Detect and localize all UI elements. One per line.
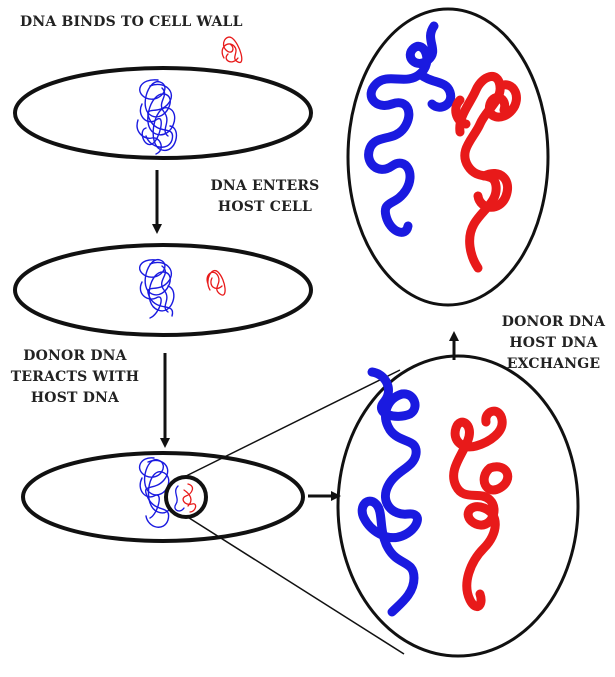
donor-dna-fragment-2 [207, 271, 225, 296]
label-dna-enters-line2: HOST CELL [190, 197, 340, 218]
label-dna-enters-line1: DNA ENTERS [190, 176, 340, 197]
cell-1 [15, 37, 311, 158]
host-chromosome-2 [140, 260, 174, 318]
cell-1-membrane [15, 68, 311, 158]
zoom-circle-interaction [338, 356, 578, 656]
zoom-line-top [182, 370, 400, 478]
label-donor-interacts-line1: DONOR DNA [0, 346, 150, 367]
donor-dna-strand-lower [454, 411, 503, 606]
host-chromosome-1 [137, 80, 176, 154]
label-exchange-line3: EXCHANGE [492, 354, 615, 375]
label-dna-binds: DNA BINDS TO CELL WALL [20, 12, 243, 33]
cell-2-membrane [15, 245, 311, 335]
zoom-circle-exchange [348, 9, 548, 305]
donor-dna-loop-lower [484, 467, 508, 490]
host-dna-strand-lower [362, 372, 417, 612]
label-exchange-line1: DONOR DNA [492, 312, 615, 333]
label-donor-interacts-line2: TERACTS WITH [0, 367, 150, 388]
host-dna-strand-upper [369, 26, 434, 232]
donor-dna-fragment-1 [222, 37, 242, 62]
label-exchange: DONOR DNA HOST DNA EXCHANGE [492, 312, 615, 375]
zoom-source-circle [166, 477, 206, 517]
label-dna-enters: DNA ENTERS HOST CELL [190, 176, 340, 218]
label-donor-interacts: DONOR DNA TERACTS WITH HOST DNA [0, 346, 150, 409]
zoom-line-bottom [186, 516, 404, 654]
cell-2 [15, 245, 311, 335]
zoom-circle-upper [348, 9, 548, 305]
label-donor-interacts-line3: HOST DNA [0, 388, 150, 409]
cell-3 [23, 453, 303, 541]
host-dna-branch-upper [420, 74, 451, 107]
label-exchange-line2: HOST DNA [492, 333, 615, 354]
